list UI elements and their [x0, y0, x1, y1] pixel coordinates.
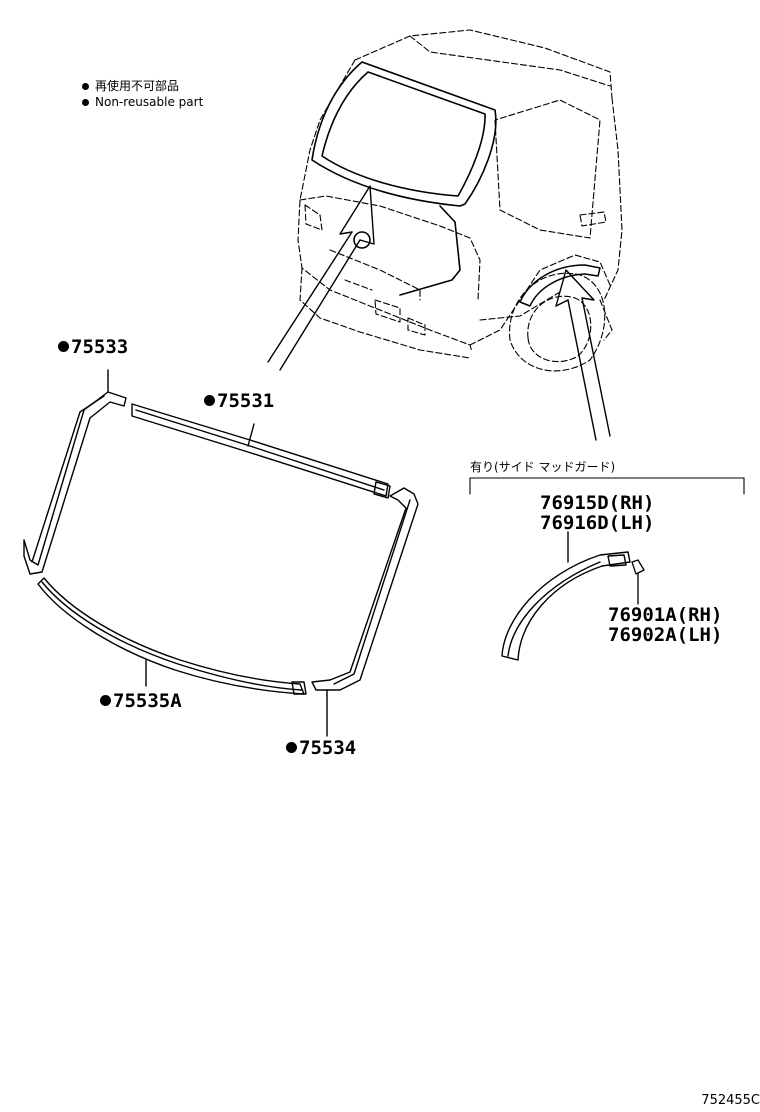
clip-76901a [631, 559, 645, 605]
moulding-75535a [37, 577, 307, 695]
arrow-to-mudguard [555, 269, 611, 441]
truck-mudguard [519, 264, 601, 307]
part-label-76902a[interactable]: 76902A(LH) [608, 624, 723, 646]
moulding-75533 [23, 369, 127, 575]
moulding-75531 [131, 403, 391, 499]
legend-en-text: Non-reusable part [95, 95, 204, 109]
arrow-to-windshield [267, 185, 375, 371]
part-label-75531[interactable]: 75531 [204, 390, 274, 412]
part-label-76915d[interactable]: 76915D(RH) [540, 492, 655, 514]
non-reusable-bullet-icon [100, 695, 111, 706]
bullet-icon [82, 82, 89, 90]
legend-row-en: Non-reusable part [82, 94, 203, 110]
part-label-75534[interactable]: 75534 [286, 737, 356, 759]
part-label-75533[interactable]: 75533 [58, 336, 128, 358]
non-reusable-bullet-icon [204, 395, 215, 406]
part-number: 75534 [299, 737, 357, 759]
truck-cab-illustration [297, 29, 623, 372]
diagram-id: 752455C [701, 1093, 760, 1108]
legend-row-jp: 再使用不可部品 [82, 78, 203, 94]
part-number: 75535A [113, 690, 182, 712]
truck-windshield [311, 61, 497, 296]
part-label-75535a[interactable]: 75535A [100, 690, 182, 712]
part-number: 75531 [217, 390, 275, 412]
part-label-76901a[interactable]: 76901A(RH) [608, 604, 723, 626]
non-reusable-bullet-icon [286, 742, 297, 753]
part-number: 75533 [71, 336, 129, 358]
option-note: 有り(サイド マッドガード) [470, 460, 616, 474]
mudguard-option-bracket [469, 477, 745, 495]
legend: 再使用不可部品 Non-reusable part [82, 78, 203, 110]
bullet-icon [82, 98, 89, 106]
moulding-75534 [311, 487, 419, 737]
part-label-76916d[interactable]: 76916D(LH) [540, 512, 655, 534]
non-reusable-bullet-icon [58, 341, 69, 352]
mudguard-76915d [501, 531, 631, 661]
legend-jp-text: 再使用不可部品 [95, 79, 180, 93]
